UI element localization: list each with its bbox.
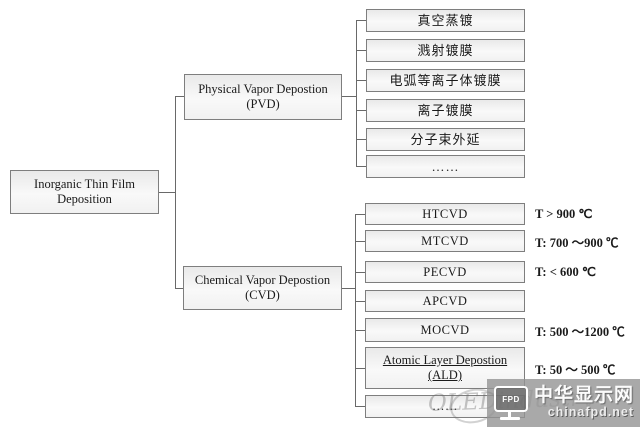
node-cvd-label: Chemical Vapor Depostion (CVD)	[194, 273, 331, 302]
fpd-icon-label: FPD	[502, 394, 520, 404]
pvd-leaf-label: 电弧等离子体镀膜	[389, 72, 502, 88]
pvd-leaf-label: 离子镀膜	[417, 102, 474, 118]
cvd-leaf-label: PECVD	[423, 264, 467, 279]
connector-cvd-stub-7	[355, 406, 365, 407]
pvd-leaf-sputter-coating: 溅射镀膜	[366, 39, 525, 62]
cvd-leaf-label: ……	[432, 399, 458, 413]
temp-label-mocvd: T: 500 ～1200 ℃	[535, 324, 625, 339]
pvd-leaf-label: 分子束外延	[410, 131, 481, 147]
connector-pvd-stub-3	[356, 80, 366, 81]
node-pvd-label: Physical Vapor Depostion (PVD)	[198, 82, 328, 111]
connector-cvd-stub-4	[355, 301, 365, 302]
cvd-leaf-mocvd: MOCVD	[365, 318, 525, 342]
connector-pvd-to-branch	[342, 96, 356, 97]
connector-cvd-stub-6	[355, 368, 365, 369]
fpd-monitor-icon: FPD	[492, 384, 530, 422]
connector-trunk-to-cvd	[175, 288, 183, 289]
connector-pvd-stub-6	[356, 166, 366, 167]
node-pvd: Physical Vapor Depostion (PVD)	[184, 74, 342, 120]
pvd-leaf-label: 溅射镀膜	[417, 42, 474, 58]
pvd-leaf-molecular-beam-epitaxy: 分子束外延	[366, 128, 525, 151]
watermark-badge: FPD 中华显示网 chinafpd.net	[487, 379, 640, 427]
connector-pvd-stub-5	[356, 139, 366, 140]
connector-trunk-to-pvd	[175, 96, 184, 97]
connector-pvd-branch-vertical	[356, 20, 357, 167]
connector-cvd-stub-2	[355, 241, 365, 242]
connector-cvd-to-branch	[342, 288, 355, 289]
connector-pvd-stub-2	[356, 50, 366, 51]
cvd-leaf-label: APCVD	[422, 293, 468, 308]
pvd-leaf-ion-plating: 离子镀膜	[366, 99, 525, 122]
connector-pvd-stub-1	[356, 20, 366, 21]
node-cvd: Chemical Vapor Depostion (CVD)	[183, 266, 342, 310]
pvd-leaf-ellipsis: ……	[366, 155, 525, 178]
temp-label-pecvd: T: < 600 ℃	[535, 265, 596, 279]
cvd-leaf-label: MOCVD	[420, 322, 470, 337]
pvd-leaf-arc-plasma-coating: 电弧等离子体镀膜	[366, 69, 525, 92]
connector-cvd-branch-vertical	[355, 214, 356, 407]
watermark-site-url: chinafpd.net	[547, 405, 635, 420]
cvd-leaf-ellipsis: ……	[365, 395, 525, 418]
pvd-leaf-label: ……	[431, 158, 460, 174]
connector-cvd-stub-1	[355, 214, 365, 215]
node-inorganic-thin-film-deposition: Inorganic Thin Film Deposition	[10, 170, 159, 214]
cvd-leaf-label: Atomic Layer Depostion (ALD)	[382, 353, 508, 382]
cvd-leaf-ald: Atomic Layer Depostion (ALD)	[365, 347, 525, 389]
cvd-leaf-htcvd: HTCVD	[365, 203, 525, 225]
connector-root-to-trunk	[159, 192, 175, 193]
connector-cvd-stub-5	[355, 330, 365, 331]
pvd-leaf-label: 真空蒸镀	[417, 12, 474, 28]
temp-label-ald: T: 50 ～ 500 ℃	[535, 362, 616, 377]
temp-label-htcvd: T > 900 ℃	[535, 207, 593, 221]
watermark-site-name: 中华显示网	[534, 385, 635, 407]
node-root-label: Inorganic Thin Film Deposition	[34, 177, 135, 206]
connector-trunk-vertical	[175, 96, 176, 289]
cvd-leaf-label: MTCVD	[421, 233, 469, 248]
cvd-leaf-label: HTCVD	[422, 206, 468, 221]
cvd-leaf-apcvd: APCVD	[365, 290, 525, 312]
connector-pvd-stub-4	[356, 110, 366, 111]
connector-cvd-stub-3	[355, 272, 365, 273]
cvd-leaf-mtcvd: MTCVD	[365, 230, 525, 252]
pvd-leaf-vacuum-evaporation: 真空蒸镀	[366, 9, 525, 32]
cvd-leaf-pecvd: PECVD	[365, 261, 525, 283]
temp-label-mtcvd: T: 700 ～900 ℃	[535, 235, 619, 250]
